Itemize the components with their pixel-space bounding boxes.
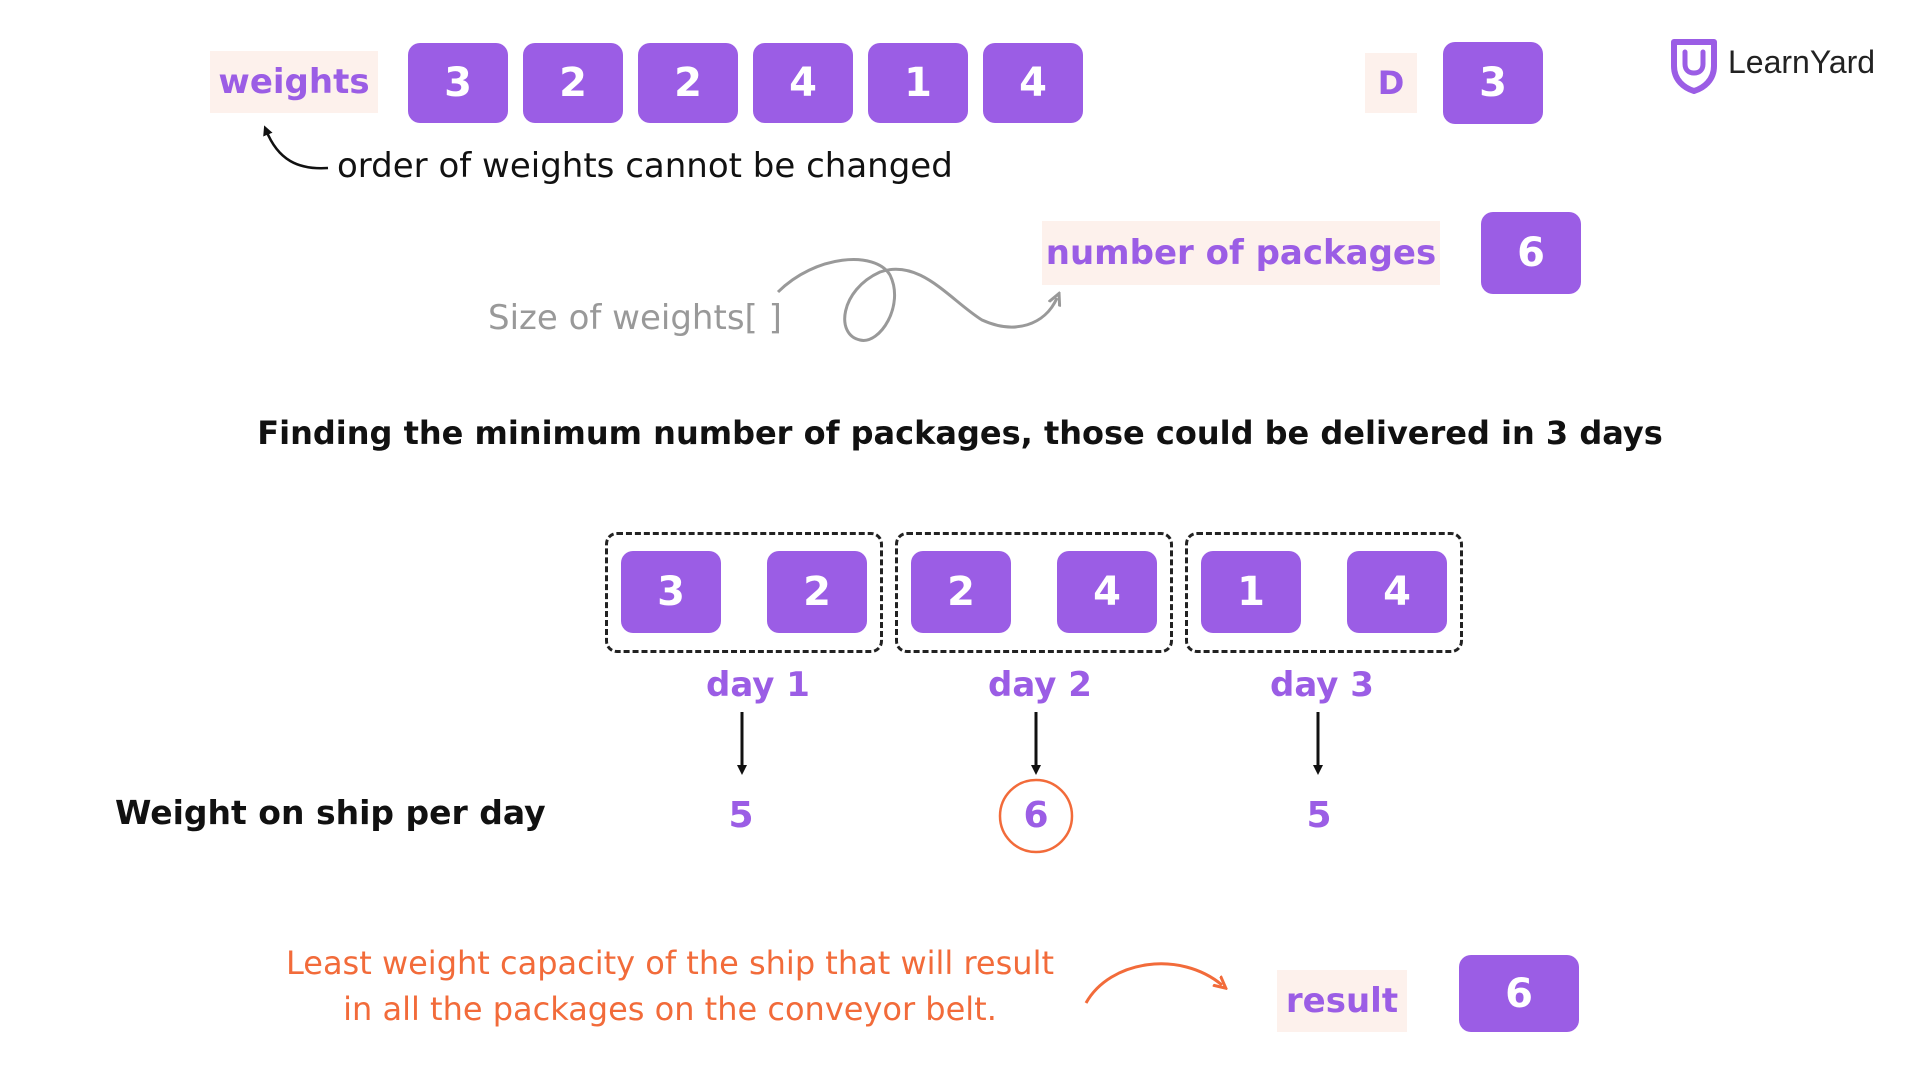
learnyard-logo-icon — [1671, 39, 1717, 94]
learnyard-logo: LearnYard — [1668, 36, 1898, 96]
loop-arrow — [776, 258, 1057, 342]
result-value-box: 6 — [1459, 955, 1579, 1032]
d-value-box: 3 — [1443, 42, 1543, 124]
result-label: result — [1277, 970, 1407, 1032]
conclusion-line-1: Least weight capacity of the ship that w… — [285, 944, 1054, 982]
group-weight-box: 4 — [1057, 551, 1157, 633]
weight-box: 4 — [753, 43, 853, 123]
packages-value-box: 6 — [1481, 212, 1581, 294]
highlight-circle — [998, 778, 1074, 854]
order-note: order of weights cannot be changed — [337, 146, 953, 186]
day-label: day 2 — [988, 665, 1092, 705]
size-of-weights-label: Size of weights[ ] — [488, 298, 782, 338]
weight-box: 2 — [523, 43, 623, 123]
group-weight-box: 4 — [1347, 551, 1447, 633]
number-of-packages-label: number of packages — [1042, 221, 1440, 285]
group-weight-box: 2 — [767, 551, 867, 633]
group-weight-box: 1 — [1201, 551, 1301, 633]
day-weight-value: 5 — [1306, 795, 1332, 836]
weight-box: 4 — [983, 43, 1083, 123]
note-arrow — [263, 125, 329, 170]
day-group — [1185, 532, 1463, 653]
day-label: day 3 — [1270, 665, 1374, 705]
day-weight-value: 5 — [728, 795, 754, 836]
day-weight-value: 6 — [1023, 795, 1049, 836]
day-group — [895, 532, 1173, 653]
group-weight-box: 3 — [621, 551, 721, 633]
group-weight-box: 2 — [911, 551, 1011, 633]
weight-box: 1 — [868, 43, 968, 123]
conclusion-line-2: in all the packages on the conveyor belt… — [343, 990, 997, 1028]
day-group — [605, 532, 883, 653]
brand-name: LearnYard — [1728, 44, 1876, 80]
weight-box: 3 — [408, 43, 508, 123]
weights-label: weights — [210, 51, 378, 113]
d-label: D — [1365, 53, 1417, 113]
heading: Finding the minimum number of packages, … — [257, 414, 1663, 452]
day-label: day 1 — [706, 665, 810, 705]
weight-box: 2 — [638, 43, 738, 123]
per-day-label: Weight on ship per day — [115, 793, 546, 832]
result-arrow — [1084, 962, 1222, 1004]
